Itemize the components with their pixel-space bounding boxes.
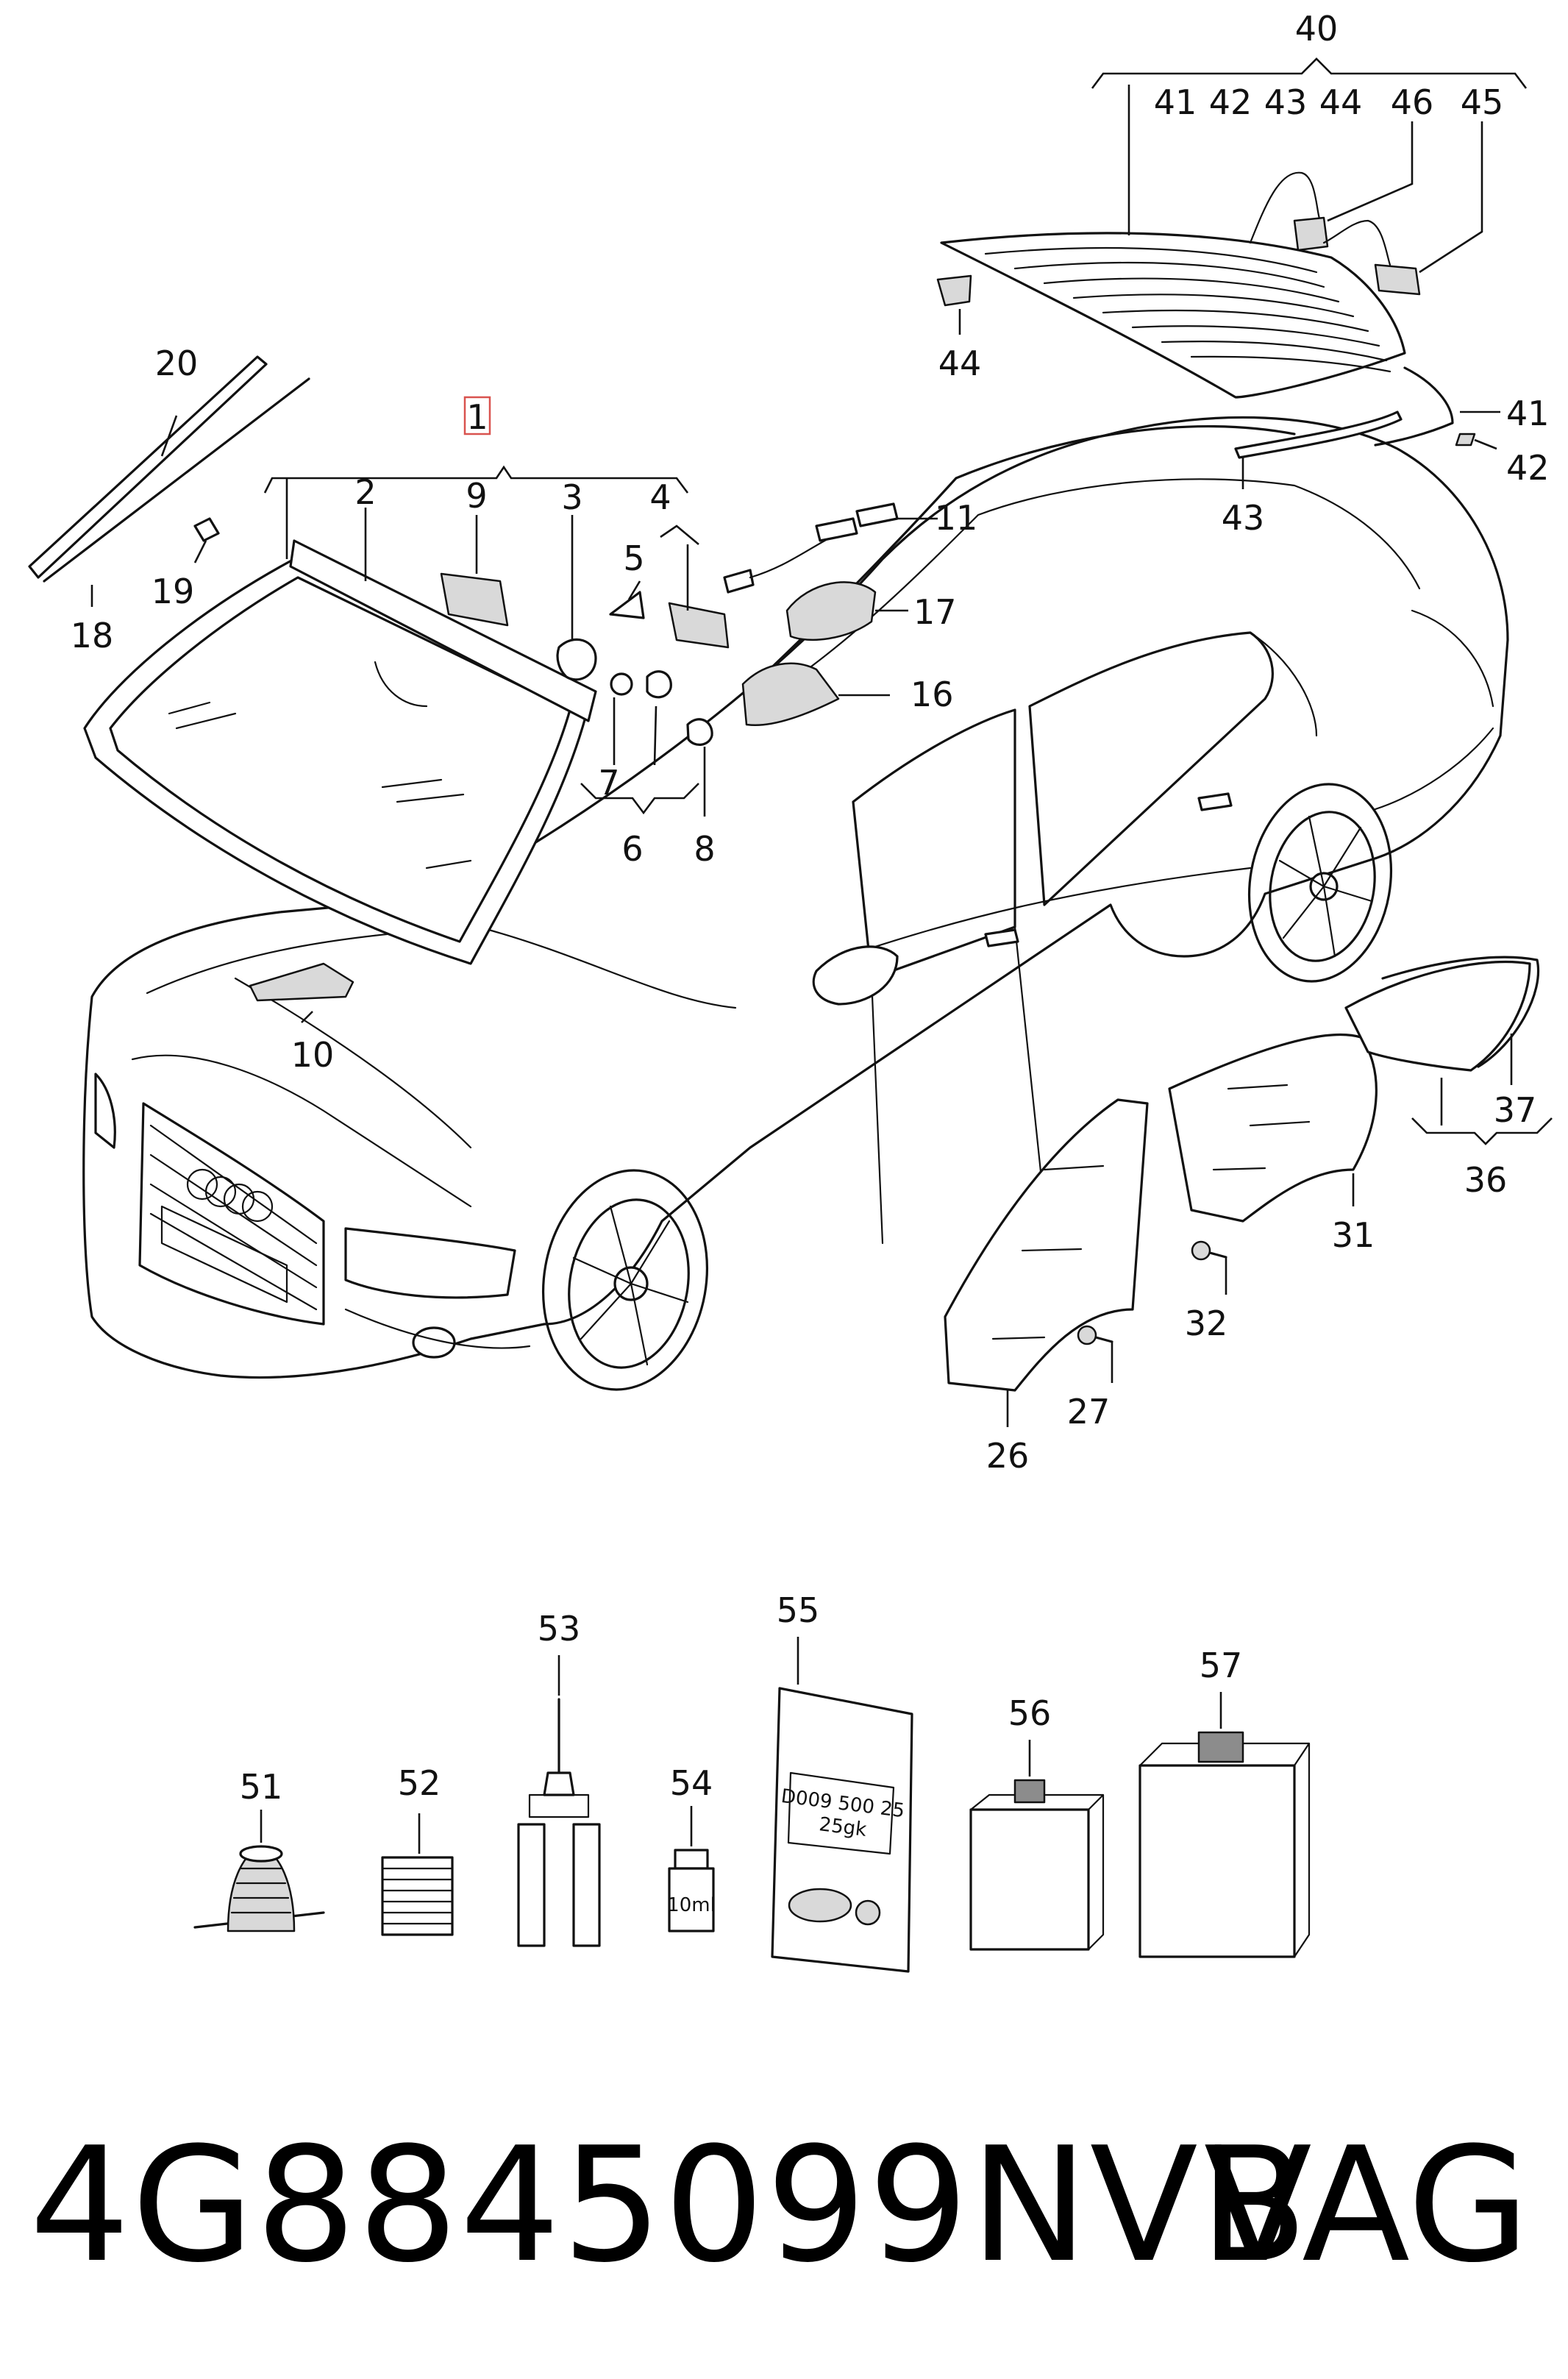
parts-diagram: 10ml D009 500 25 25gk [28, 9, 1553, 1973]
part-number: 4G8845099NVB [29, 2113, 1310, 2297]
callout-10[interactable]: 10 [291, 1035, 335, 1075]
callout-6[interactable]: 6 [621, 829, 643, 869]
callout-44[interactable]: 44 [938, 344, 982, 383]
leader-lines [90, 57, 1553, 1854]
callout-52[interactable]: 52 [398, 1763, 441, 1803]
callout-42[interactable]: 42 [1506, 448, 1550, 488]
callout-17[interactable]: 17 [913, 592, 957, 632]
callout-46[interactable]: 46 [1391, 82, 1434, 122]
callout-31[interactable]: 31 [1332, 1215, 1375, 1255]
callout-1[interactable]: 1 [466, 397, 488, 437]
adhesive-kit: 10ml D009 500 25 25gk [193, 1687, 1311, 1973]
roof-trim-strips [28, 355, 310, 583]
brand-label: VAG [1203, 2113, 1530, 2297]
callout-5[interactable]: 5 [623, 538, 644, 578]
callout-8[interactable]: 8 [694, 829, 715, 869]
callout-42-top[interactable]: 42 [1209, 82, 1252, 122]
callout-26[interactable]: 26 [986, 1436, 1030, 1476]
callout-36[interactable]: 36 [1464, 1160, 1508, 1200]
callout-27[interactable]: 27 [1067, 1392, 1111, 1432]
callout-7[interactable]: 7 [598, 763, 619, 803]
callout-55[interactable]: 55 [777, 1590, 820, 1630]
callout-43[interactable]: 43 [1222, 498, 1265, 538]
callout-53[interactable]: 53 [538, 1609, 581, 1649]
callout-9[interactable]: 9 [466, 476, 487, 516]
side-windows [944, 956, 1539, 1392]
bottle-volume-label: 10ml [667, 1894, 716, 1916]
callout-1-highlight [463, 396, 491, 435]
callout-3[interactable]: 3 [561, 477, 582, 517]
callout-4[interactable]: 4 [649, 477, 671, 517]
callout-labels: 1 2 3 4 5 6 7 8 9 10 11 16 17 18 19 20 2… [71, 9, 1550, 1807]
callout-11[interactable]: 11 [935, 498, 978, 538]
callout-41[interactable]: 41 [1506, 394, 1550, 433]
callout-45[interactable]: 45 [1461, 82, 1504, 122]
part-footer: 4G8845099NVB VAG [29, 2089, 1544, 2354]
rear-window-assembly [936, 171, 1476, 459]
callout-54[interactable]: 54 [670, 1763, 713, 1803]
callout-51[interactable]: 51 [240, 1767, 283, 1807]
callout-18[interactable]: 18 [71, 616, 114, 655]
callout-41-top[interactable]: 41 [1154, 82, 1197, 122]
callout-57[interactable]: 57 [1200, 1646, 1243, 1685]
callout-43-top[interactable]: 43 [1264, 82, 1308, 122]
callout-20[interactable]: 20 [155, 344, 199, 383]
windscreen-assembly [83, 502, 899, 1002]
callout-37[interactable]: 37 [1494, 1090, 1537, 1130]
callout-2[interactable]: 2 [354, 472, 376, 512]
callout-40[interactable]: 40 [1295, 9, 1339, 49]
callout-32[interactable]: 32 [1185, 1304, 1228, 1343]
callout-56[interactable]: 56 [1008, 1693, 1052, 1733]
callout-19[interactable]: 19 [152, 572, 195, 611]
callout-16[interactable]: 16 [910, 675, 954, 714]
callout-44-top[interactable]: 44 [1319, 82, 1363, 122]
